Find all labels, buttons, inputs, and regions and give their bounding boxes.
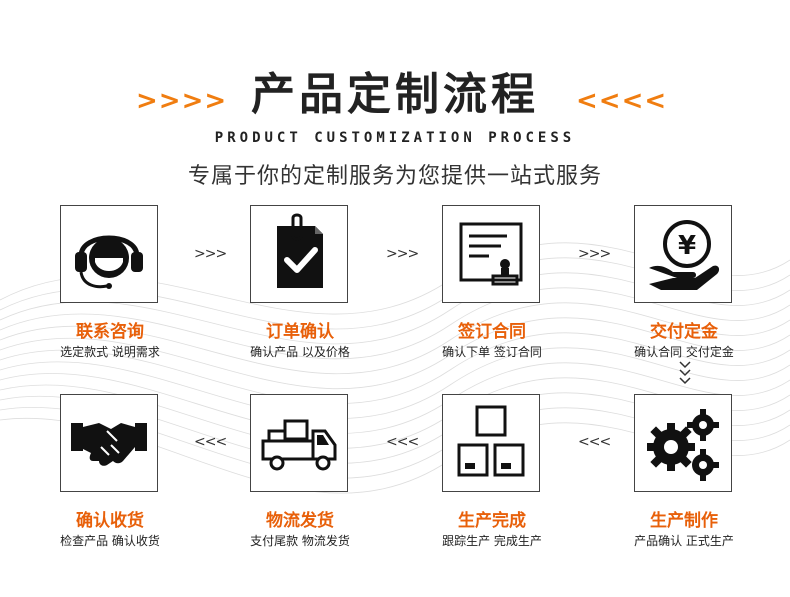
connector-backward-2: <<< [386, 434, 419, 450]
connector-forward-1: >>> [194, 246, 227, 262]
clipboard-check-icon [277, 213, 323, 288]
connector-backward-1: <<< [194, 434, 227, 450]
step-description: 检查产品 确认收货 [60, 534, 160, 548]
step-description: 支付尾款 物流发货 [250, 534, 350, 548]
tagline: 专属于你的定制服务为您提供一站式服务 [187, 164, 602, 189]
connector-forward-2: >>> [386, 246, 419, 262]
english-subtitle: PRODUCT CUSTOMIZATION PROCESS [214, 130, 576, 146]
step-description: 确认下单 签订合同 [442, 345, 542, 359]
headset-icon [75, 235, 143, 289]
chevron-down-icon [679, 361, 691, 385]
step-description: 跟踪生产 完成生产 [442, 534, 542, 548]
svg-text:¥: ¥ [678, 231, 696, 261]
contract-stamp-icon [459, 222, 523, 286]
step-description: 确认产品 以及价格 [250, 345, 350, 359]
step-icon-box: ¥ [634, 205, 732, 303]
step-title: 确认收货 [76, 511, 144, 531]
step-title: 交付定金 [650, 322, 718, 342]
delivery-truck-icon [261, 419, 337, 471]
step-title: 联系咨询 [76, 322, 144, 342]
step-icon-box [634, 394, 732, 492]
step-description: 选定款式 说明需求 [60, 345, 160, 359]
step-description: 确认合同 交付定金 [634, 345, 734, 359]
yen-coin-hand-icon: ¥ [649, 220, 720, 290]
step-description: 产品确认 正式生产 [634, 534, 734, 548]
connector-backward-3: <<< [578, 434, 611, 450]
connector-forward-3: >>> [578, 246, 611, 262]
page-title: 产品定制流程 [251, 69, 539, 120]
step-title: 生产完成 [458, 511, 526, 531]
step-title: 订单确认 [266, 322, 334, 342]
step-icon-box [250, 205, 348, 303]
header-arrows-left: >>>> [136, 86, 228, 116]
gears-icon [647, 409, 719, 481]
step-title: 签订合同 [458, 322, 526, 342]
stacked-boxes-icon [457, 405, 525, 477]
step-title: 生产制作 [650, 511, 718, 531]
handshake-icon [71, 423, 147, 466]
step-icon-box [60, 205, 158, 303]
step-icon-box [442, 394, 540, 492]
step-title: 物流发货 [266, 511, 334, 531]
header-arrows-right: <<<< [576, 86, 668, 116]
step-icon-box [60, 394, 158, 492]
step-icon-box [442, 205, 540, 303]
step-icon-box [250, 394, 348, 492]
